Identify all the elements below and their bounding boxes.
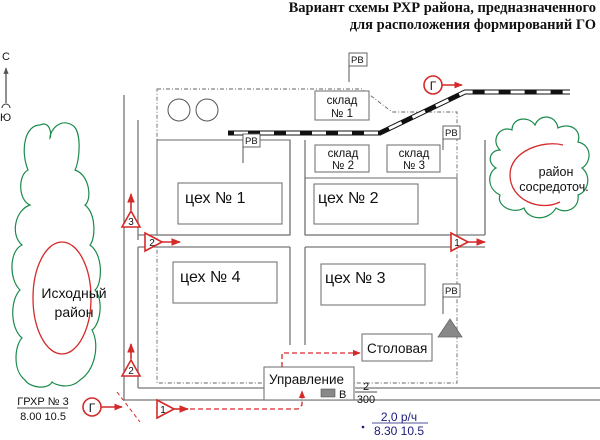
svg-text:2: 2 [128, 366, 134, 377]
post-g-top: Г [423, 75, 463, 95]
forest-cloud-right [489, 116, 590, 219]
post-2-left: 2 [120, 343, 142, 377]
concentration-area-arc [509, 143, 564, 207]
shop-1: цех № 1 [177, 182, 283, 225]
svg-text:цех № 1: цех № 1 [185, 190, 246, 207]
shop-3: цех № 3 [320, 263, 426, 306]
rv-flag-canteen: РВ [442, 283, 461, 314]
block-ne [304, 177, 458, 236]
shop-2: цех № 2 [313, 183, 419, 225]
factory-fence [156, 88, 458, 384]
management-marker-letter: В [339, 389, 346, 401]
compass-north-label: С [2, 51, 10, 63]
post-g-bottom: Г [82, 397, 123, 417]
svg-text:цех № 4: цех № 4 [180, 269, 241, 286]
start-area: Исходный район [11, 122, 107, 388]
svg-text:Г: Г [89, 401, 96, 415]
management-marker-numerator: 2 [363, 381, 369, 393]
post-1-right: 1 [450, 231, 486, 253]
block-nw [156, 139, 291, 236]
concentration-area: район сосредоточ. [484, 116, 590, 235]
svg-text:цех № 2: цех № 2 [318, 190, 379, 207]
compass-south-label: Ю [0, 112, 11, 124]
title-line-1: Вариант схемы РХР района, предназначенно… [288, 0, 596, 16]
forest-cloud-left [11, 122, 101, 388]
svg-text:1: 1 [160, 405, 166, 416]
concentration-area-label-1: район [539, 165, 574, 179]
title-line-2: для расположения формирований ГО [349, 17, 596, 33]
concentration-area-label-2: сосредоточ. [519, 180, 588, 194]
management: Управление В 2 300 [263, 366, 377, 406]
svg-text:1: 1 [454, 238, 460, 249]
cordon-line [116, 391, 141, 423]
svg-text:РВ: РВ [351, 55, 364, 66]
patrol-label: ГРХР № 3 8.00 10.5 [17, 396, 69, 423]
compass: С Ю [0, 51, 11, 124]
svg-text:3: 3 [128, 217, 134, 228]
start-area-oval [32, 241, 92, 355]
radiation-level: 2,0 р/ч [381, 410, 417, 424]
rv-flag-top: РВ [348, 52, 368, 82]
svg-text:Управление: Управление [269, 372, 344, 387]
tank-icon [167, 98, 191, 122]
warehouse-3: склад № 3 [386, 144, 441, 173]
railway [228, 89, 570, 136]
shelter-triangle-icon [437, 318, 463, 338]
management-marker-denominator: 300 [357, 394, 375, 406]
radiation-reading: 2,0 р/ч 8.30 10.5 [361, 410, 428, 438]
post-1-bottom: 1 [156, 398, 189, 420]
radiation-time: 8.30 10.5 [374, 424, 424, 438]
shop-4: цех № 4 [172, 261, 278, 304]
svg-text:№ 2: № 2 [332, 160, 354, 172]
svg-text:РВ: РВ [245, 136, 258, 147]
start-area-label-2: район [55, 304, 94, 320]
measurement-point-icon [361, 425, 365, 429]
patrol-name: ГРХР № 3 [17, 396, 69, 408]
svg-text:склад: склад [328, 148, 359, 160]
svg-text:Столовая: Столовая [367, 341, 427, 356]
warehouse-2: склад № 2 [314, 144, 370, 173]
post-3: 3 [120, 193, 142, 228]
svg-text:РВ: РВ [445, 286, 458, 297]
post-2-road: 2 [144, 231, 181, 253]
warehouse-1: склад № 1 [314, 90, 370, 121]
rv-flag-warehouse: РВ [442, 125, 461, 150]
svg-text:№ 1: № 1 [331, 108, 353, 120]
rv-flag-left: РВ [242, 133, 261, 163]
tank-icon [195, 98, 219, 122]
compass-arc-icon [1, 103, 11, 109]
svg-text:цех № 3: цех № 3 [325, 270, 386, 287]
start-area-label-1: Исходный [41, 285, 106, 301]
svg-text:№ 3: № 3 [403, 160, 425, 172]
svg-text:РВ: РВ [445, 128, 458, 139]
recon-route [190, 349, 361, 410]
patrol-time: 8.00 10.5 [20, 411, 66, 423]
diagram-title: Вариант схемы РХР района, предназначенно… [289, 0, 596, 34]
svg-text:2: 2 [149, 238, 155, 249]
svg-text:Г: Г [430, 79, 437, 93]
vehicle-icon [320, 388, 336, 398]
svg-text:склад: склад [327, 95, 358, 107]
svg-text:склад: склад [399, 148, 430, 160]
canteen: Столовая [361, 333, 433, 362]
